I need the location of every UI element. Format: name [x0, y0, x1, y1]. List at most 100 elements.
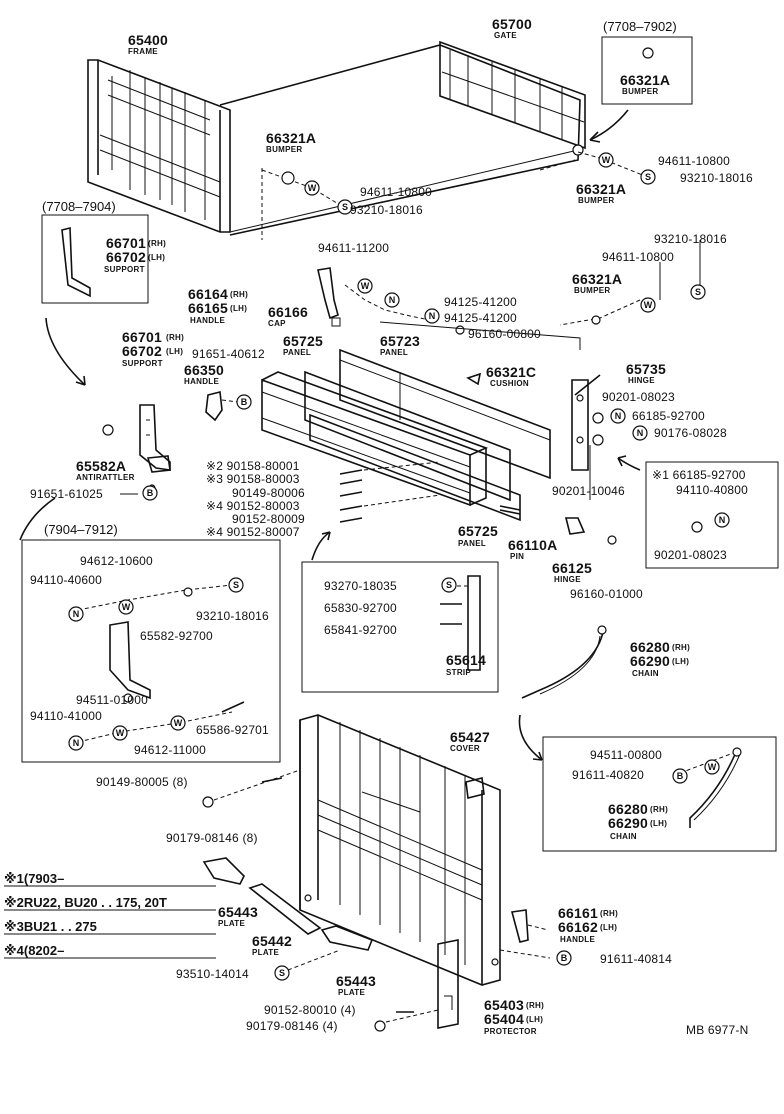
- chain-box-lh: 66290: [608, 815, 648, 831]
- bolt-group: [339, 461, 441, 523]
- n-94511-00800: 94511-00800: [590, 748, 663, 762]
- bolt-90158-80001: ※2 90158-80001: [206, 459, 300, 473]
- protector-lh-tag: (LH): [526, 1015, 544, 1024]
- handle-66165-lh-tag: (LH): [230, 304, 248, 313]
- plate-65442-caption: PLATE: [252, 948, 280, 957]
- bolt-90158-80003: ※3 90158-80003: [206, 472, 300, 486]
- cover-part: 65427: [450, 729, 490, 745]
- bolt-90152-80003: ※4 90152-80003: [206, 499, 300, 513]
- w-94612-11000: 94612-11000: [134, 743, 207, 757]
- pin-caption: PIN: [510, 552, 525, 561]
- frame-part-number: 65400: [128, 32, 168, 48]
- panel-65723-caption: PANEL: [380, 348, 409, 357]
- bolt-91651-61025: 91651-61025: [30, 487, 103, 501]
- protector-caption: PROTECTOR: [484, 1027, 537, 1036]
- n-90201-08023: 90201-08023: [602, 390, 675, 404]
- handle-66350-part: 66350: [184, 362, 224, 378]
- n-90176-08028: 90176-08028: [654, 426, 727, 440]
- support-box-lh-tag: (LH): [148, 253, 166, 262]
- support-main-lh-tag: (LH): [166, 347, 184, 356]
- s-93210-18016-box: 93210-18016: [196, 609, 269, 623]
- n-94125-41200-a: 94125-41200: [444, 295, 517, 309]
- strip-caption: STRIP: [446, 668, 472, 677]
- b-90149-80005: 90149-80005 (8): [96, 775, 188, 789]
- n-66185-92700: 66185-92700: [632, 409, 705, 423]
- note-2: ※2RU22, BU20 . . 175, 20T: [4, 895, 167, 910]
- s-93510-14014: 93510-14014: [176, 967, 249, 981]
- box-7904-7912: [21, 539, 281, 763]
- frame-caption: FRAME: [128, 47, 158, 56]
- chain-upper-lh: 66290: [630, 653, 670, 669]
- handle-66350-caption: HANDLE: [184, 377, 220, 386]
- p-65582-92700: 65582-92700: [140, 629, 213, 643]
- b-91611-40820: 91611-40820: [572, 768, 645, 782]
- gate-part-number: 65700: [492, 16, 532, 32]
- cushion-caption: CUSHION: [490, 379, 529, 388]
- bumper-box-part: 66321A: [620, 72, 671, 88]
- gate-caption: GATE: [494, 31, 517, 40]
- b-65841-92700: 65841-92700: [324, 623, 397, 637]
- note-box-66185: ※1 66185-92700: [652, 468, 746, 482]
- plate-65443-b-part: 65443: [336, 973, 376, 989]
- cover-caption: COVER: [450, 744, 480, 753]
- plate-65443-b-caption: PLATE: [338, 988, 366, 997]
- n-94125-41200-b: 94125-41200: [444, 311, 517, 325]
- chain-upper-rh: 66280: [630, 639, 670, 655]
- chain-box-lh-tag: (LH): [650, 819, 668, 828]
- note-1: ※1(7903–: [4, 871, 65, 886]
- bumper-right-caption: BUMPER: [578, 196, 615, 205]
- bolt-91651-40612: 91651-40612: [192, 347, 265, 361]
- handle-66164-caption: HANDLE: [190, 316, 226, 325]
- support-box-caption: SUPPORT: [104, 265, 145, 274]
- cushion-part: 66321C: [486, 364, 537, 380]
- footer-code: MB 6977-N: [686, 1023, 749, 1037]
- handle-66161-rh: 66161: [558, 905, 598, 921]
- b-90152-80010: 90152-80010 (4): [264, 1003, 356, 1017]
- cap-part: 66166: [268, 304, 308, 320]
- n-90179-08146-4: 90179-08146 (4): [246, 1019, 338, 1033]
- n-94511-01000: 94511-01000: [76, 693, 149, 707]
- hinge-65735-caption: HINGE: [628, 376, 655, 385]
- panel-65725-upper-part: 65725: [283, 333, 323, 349]
- protector-lh: 65404: [484, 1011, 524, 1027]
- strip-box: [301, 561, 499, 693]
- bumper-left-part: 66321A: [266, 130, 317, 146]
- range-label-7904: (7904–7912): [44, 522, 118, 537]
- n-94110-40600: 94110-40600: [30, 573, 103, 587]
- bumper-mid-caption: BUMPER: [574, 286, 611, 295]
- note-4: ※4(8202–: [4, 943, 65, 958]
- bolt-90149-80006: 90149-80006: [232, 486, 305, 500]
- b-65830-92700: 65830-92700: [324, 601, 397, 615]
- handle-66164-rh-tag: (RH): [230, 290, 249, 299]
- bumper-left-caption: BUMPER: [266, 145, 303, 154]
- washer-94611-10800-right: 94611-10800: [658, 154, 731, 168]
- support-main-caption: SUPPORT: [122, 359, 163, 368]
- b-65586-92701: 65586-92701: [196, 723, 269, 737]
- bolt-90152-80009: 90152-80009: [232, 512, 305, 526]
- handle-66164-rh: 66164: [188, 286, 228, 302]
- note-box-90201: 90201-08023: [654, 548, 727, 562]
- antirattler-caption: ANTIRATTLER: [76, 473, 135, 482]
- n-90201-10046: 90201-10046: [552, 484, 625, 498]
- handle-66165-lh: 66165: [188, 300, 228, 316]
- panel-65725-lower-caption: PANEL: [458, 539, 487, 548]
- chain-box: [542, 736, 777, 852]
- handle-66162-lh: 66162: [558, 919, 598, 935]
- panel-65723-part: 65723: [380, 333, 420, 349]
- handle-66161-rh-tag: (RH): [600, 909, 619, 918]
- strip-part: 65614: [446, 652, 486, 668]
- support-main-rh-tag: (RH): [166, 333, 185, 342]
- n-96160-00800: 96160-00800: [468, 327, 541, 341]
- chain-upper-rh-tag: (RH): [672, 643, 691, 652]
- b-91611-40814: 91611-40814: [600, 952, 673, 966]
- antirattler-part: 65582A: [76, 458, 127, 474]
- plate-65443-a-caption: PLATE: [218, 919, 246, 928]
- note-box-94110: 94110-40800: [676, 483, 749, 497]
- w-94611-10800-r: 94611-10800: [602, 250, 675, 264]
- cap-caption: CAP: [268, 319, 286, 328]
- plate-65443-a-part: 65443: [218, 904, 258, 920]
- hinge-66125-caption: HINGE: [554, 575, 581, 584]
- chain-box-rh: 66280: [608, 801, 648, 817]
